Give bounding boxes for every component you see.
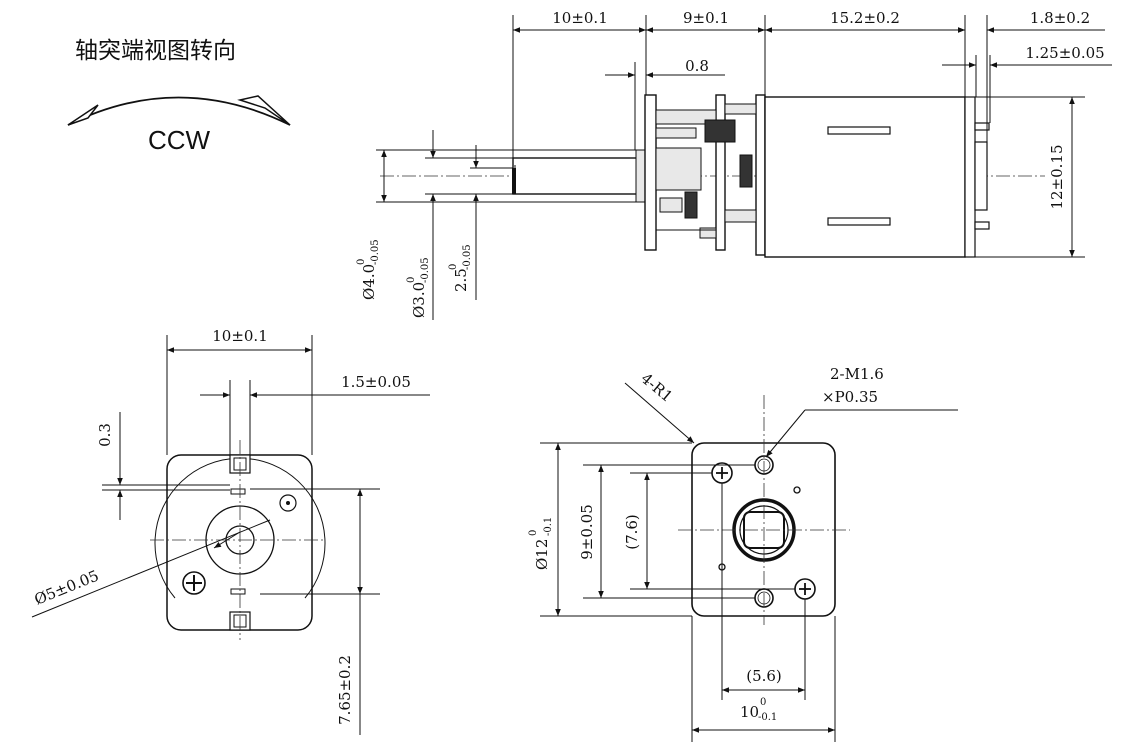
leader-thread [765, 409, 806, 458]
gear-9 [699, 227, 717, 239]
leader-corner [624, 382, 695, 444]
dim-gap: 0.3 [96, 423, 114, 447]
dim-dia-3: Ø3.0 0 -0.05 [406, 257, 431, 318]
dim-front-width-upper: 0 [760, 697, 766, 708]
dim-flat-main: 2.5 [452, 268, 470, 292]
dim-dia-3-upper: 0 [406, 277, 417, 283]
shaft-flat [512, 168, 516, 194]
dim-front-height-upper: 0 [528, 530, 539, 536]
front-view: Ø12 0 -0.1 9±0.05 (7.6) (5.6) 10 0 -0.1 … [528, 365, 958, 742]
dim-front-width: 10 0 -0.1 [740, 697, 777, 723]
gear-4 [724, 103, 757, 115]
gear-6 [655, 147, 702, 191]
motor-end-cap [964, 96, 976, 258]
rear-tab-top [230, 488, 246, 495]
dim-rear-width: 10±0.1 [212, 327, 268, 345]
motor-slot-bottom [827, 217, 891, 226]
rotation-arc [67, 96, 291, 126]
dim-gearbox-length: 9±0.1 [683, 9, 729, 27]
dim-holes: 9±0.05 [578, 504, 596, 560]
thread-spec-2: ×P0.35 [822, 388, 878, 406]
dim-corner: 4-R1 [637, 369, 676, 406]
dim-flange: 0.8 [685, 57, 709, 75]
gear-8 [659, 197, 683, 213]
gear-5 [739, 154, 753, 188]
rotation-arrow-right [237, 95, 291, 126]
dim-dia-3-main: Ø3.0 [410, 282, 428, 318]
dim-flat-lower: -0.05 [462, 244, 473, 270]
dim-flat: 2.5 0 -0.05 [448, 244, 473, 292]
terminal-bottom [974, 221, 990, 230]
dim-shaft-length: 10±0.1 [552, 9, 608, 27]
dim-dia-4: Ø4.0 0 -0.05 [356, 239, 381, 300]
dim-dia-4-upper: 0 [356, 259, 367, 265]
gearbox-front-plate [644, 94, 657, 251]
rotation-indicator: 轴突端视图转向 CCW [67, 38, 291, 155]
dim-end-length: 1.8±0.2 [1030, 9, 1090, 27]
rear-view: 10±0.1 1.5±0.05 0.3 Ø5±0.05 7.65±0.2 [32, 327, 430, 735]
dim-flat-upper: 0 [448, 264, 459, 270]
gear-1 [655, 109, 717, 125]
leader-boss-arrow [213, 531, 241, 549]
rotation-title: 轴突端视图转向 [75, 38, 236, 64]
brush-holder [974, 141, 988, 211]
dim-front-height-lower: -0.1 [543, 517, 554, 536]
dim-front-height-main: Ø12 [533, 539, 551, 570]
dim-slot: 1.5±0.05 [341, 373, 411, 391]
dim-front-width-main: 10 [740, 703, 759, 721]
dim-inner-v: (7.6) [623, 514, 641, 550]
dim-dia-4-main: Ø4.0 [360, 264, 378, 300]
rear-vent-dot [286, 501, 290, 505]
gear-7 [684, 191, 698, 219]
gear-2 [655, 127, 697, 139]
output-shaft [512, 157, 639, 195]
dim-dia-3-lower: -0.05 [420, 257, 431, 283]
gear-3 [704, 119, 736, 143]
dim-height: 12±0.15 [1048, 144, 1066, 209]
rotation-label: CCW [148, 125, 211, 155]
dim-inner-h: (5.6) [746, 667, 782, 685]
thread-spec-1: 2-M1.6 [830, 365, 884, 383]
dim-front-height: Ø12 0 -0.1 [528, 517, 554, 570]
gearbox-rear-plate [755, 94, 766, 256]
rear-tab-bottom [230, 588, 246, 595]
gearbox-mid-plate [715, 94, 726, 251]
leader-boss [31, 519, 271, 618]
motor-body [764, 96, 966, 258]
dim-offset: 7.65±0.2 [336, 655, 354, 725]
front-pin-top [793, 486, 801, 494]
dim-dia-4-lower: -0.05 [370, 239, 381, 265]
motor-slot-top [827, 126, 891, 135]
side-view: 10±0.1 9±0.1 15.2±0.2 1.8±0.2 0.8 1.25±0… [356, 9, 1112, 320]
dim-front-width-lower: -0.1 [758, 712, 777, 723]
rotation-arrow-left [67, 104, 99, 126]
terminal-top [974, 122, 990, 131]
dim-motor-length: 15.2±0.2 [830, 9, 900, 27]
gear-10 [724, 209, 757, 223]
dim-terminal: 1.25±0.05 [1025, 44, 1104, 62]
